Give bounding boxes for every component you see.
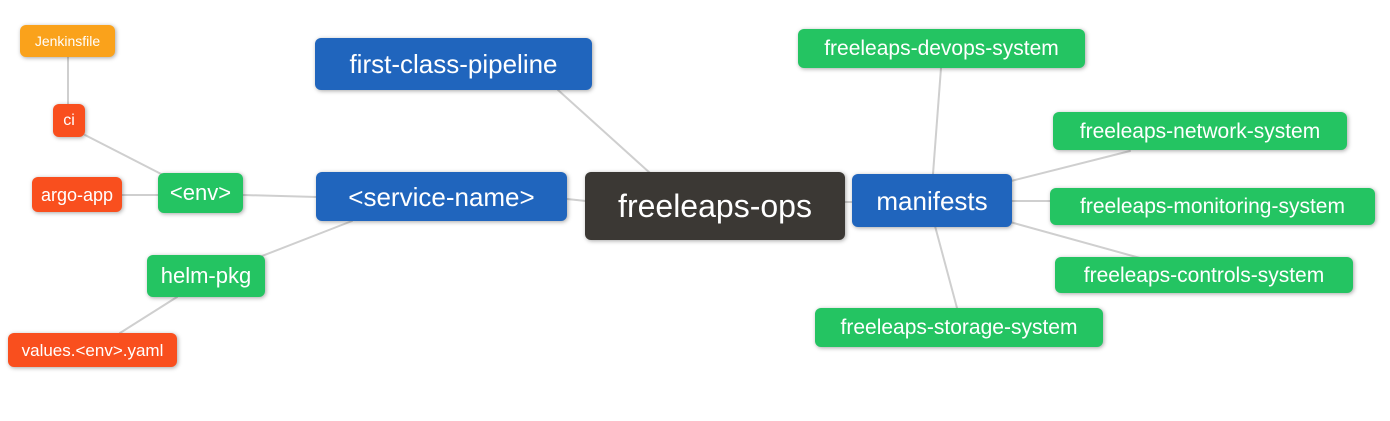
- node-argo-app[interactable]: argo-app: [32, 177, 122, 212]
- node-freeleaps-storage-system[interactable]: freeleaps-storage-system: [815, 308, 1103, 347]
- node-freeleaps-network-system[interactable]: freeleaps-network-system: [1053, 112, 1347, 150]
- node-ci[interactable]: ci: [53, 104, 85, 137]
- node-manifests[interactable]: manifests: [852, 174, 1012, 227]
- node-first-class-pipeline[interactable]: first-class-pipeline: [315, 38, 592, 90]
- edge-service-name-to-freeleaps-ops: [566, 198, 587, 202]
- node-freeleaps-monitoring-system[interactable]: freeleaps-monitoring-system: [1050, 188, 1375, 225]
- node-helm-pkg[interactable]: helm-pkg: [147, 255, 265, 297]
- edge-manifests-to-freeleaps-controls-system: [1009, 221, 1141, 259]
- node-env[interactable]: <env>: [158, 173, 243, 213]
- node-jenkinsfile[interactable]: Jenkinsfile: [20, 25, 115, 57]
- edge-manifests-to-freeleaps-network-system: [1010, 150, 1131, 182]
- edge-service-name-to-helm-pkg: [261, 220, 353, 257]
- edge-helm-pkg-to-values-env-yaml: [119, 296, 178, 334]
- node-freeleaps-ops[interactable]: freeleaps-ops: [585, 172, 845, 240]
- node-service-name[interactable]: <service-name>: [316, 172, 567, 221]
- edge-first-class-pipeline-to-freeleaps-ops: [557, 89, 651, 174]
- edge-manifests-to-freeleaps-devops-system: [932, 67, 942, 175]
- node-freeleaps-controls-system[interactable]: freeleaps-controls-system: [1055, 257, 1353, 293]
- edge-ci-to-env: [84, 134, 168, 178]
- node-freeleaps-devops-system[interactable]: freeleaps-devops-system: [798, 29, 1085, 68]
- node-values-env-yaml[interactable]: values.<env>.yaml: [8, 333, 177, 367]
- edge-manifests-to-freeleaps-storage-system: [934, 225, 958, 309]
- edge-env-to-service-name: [242, 194, 318, 198]
